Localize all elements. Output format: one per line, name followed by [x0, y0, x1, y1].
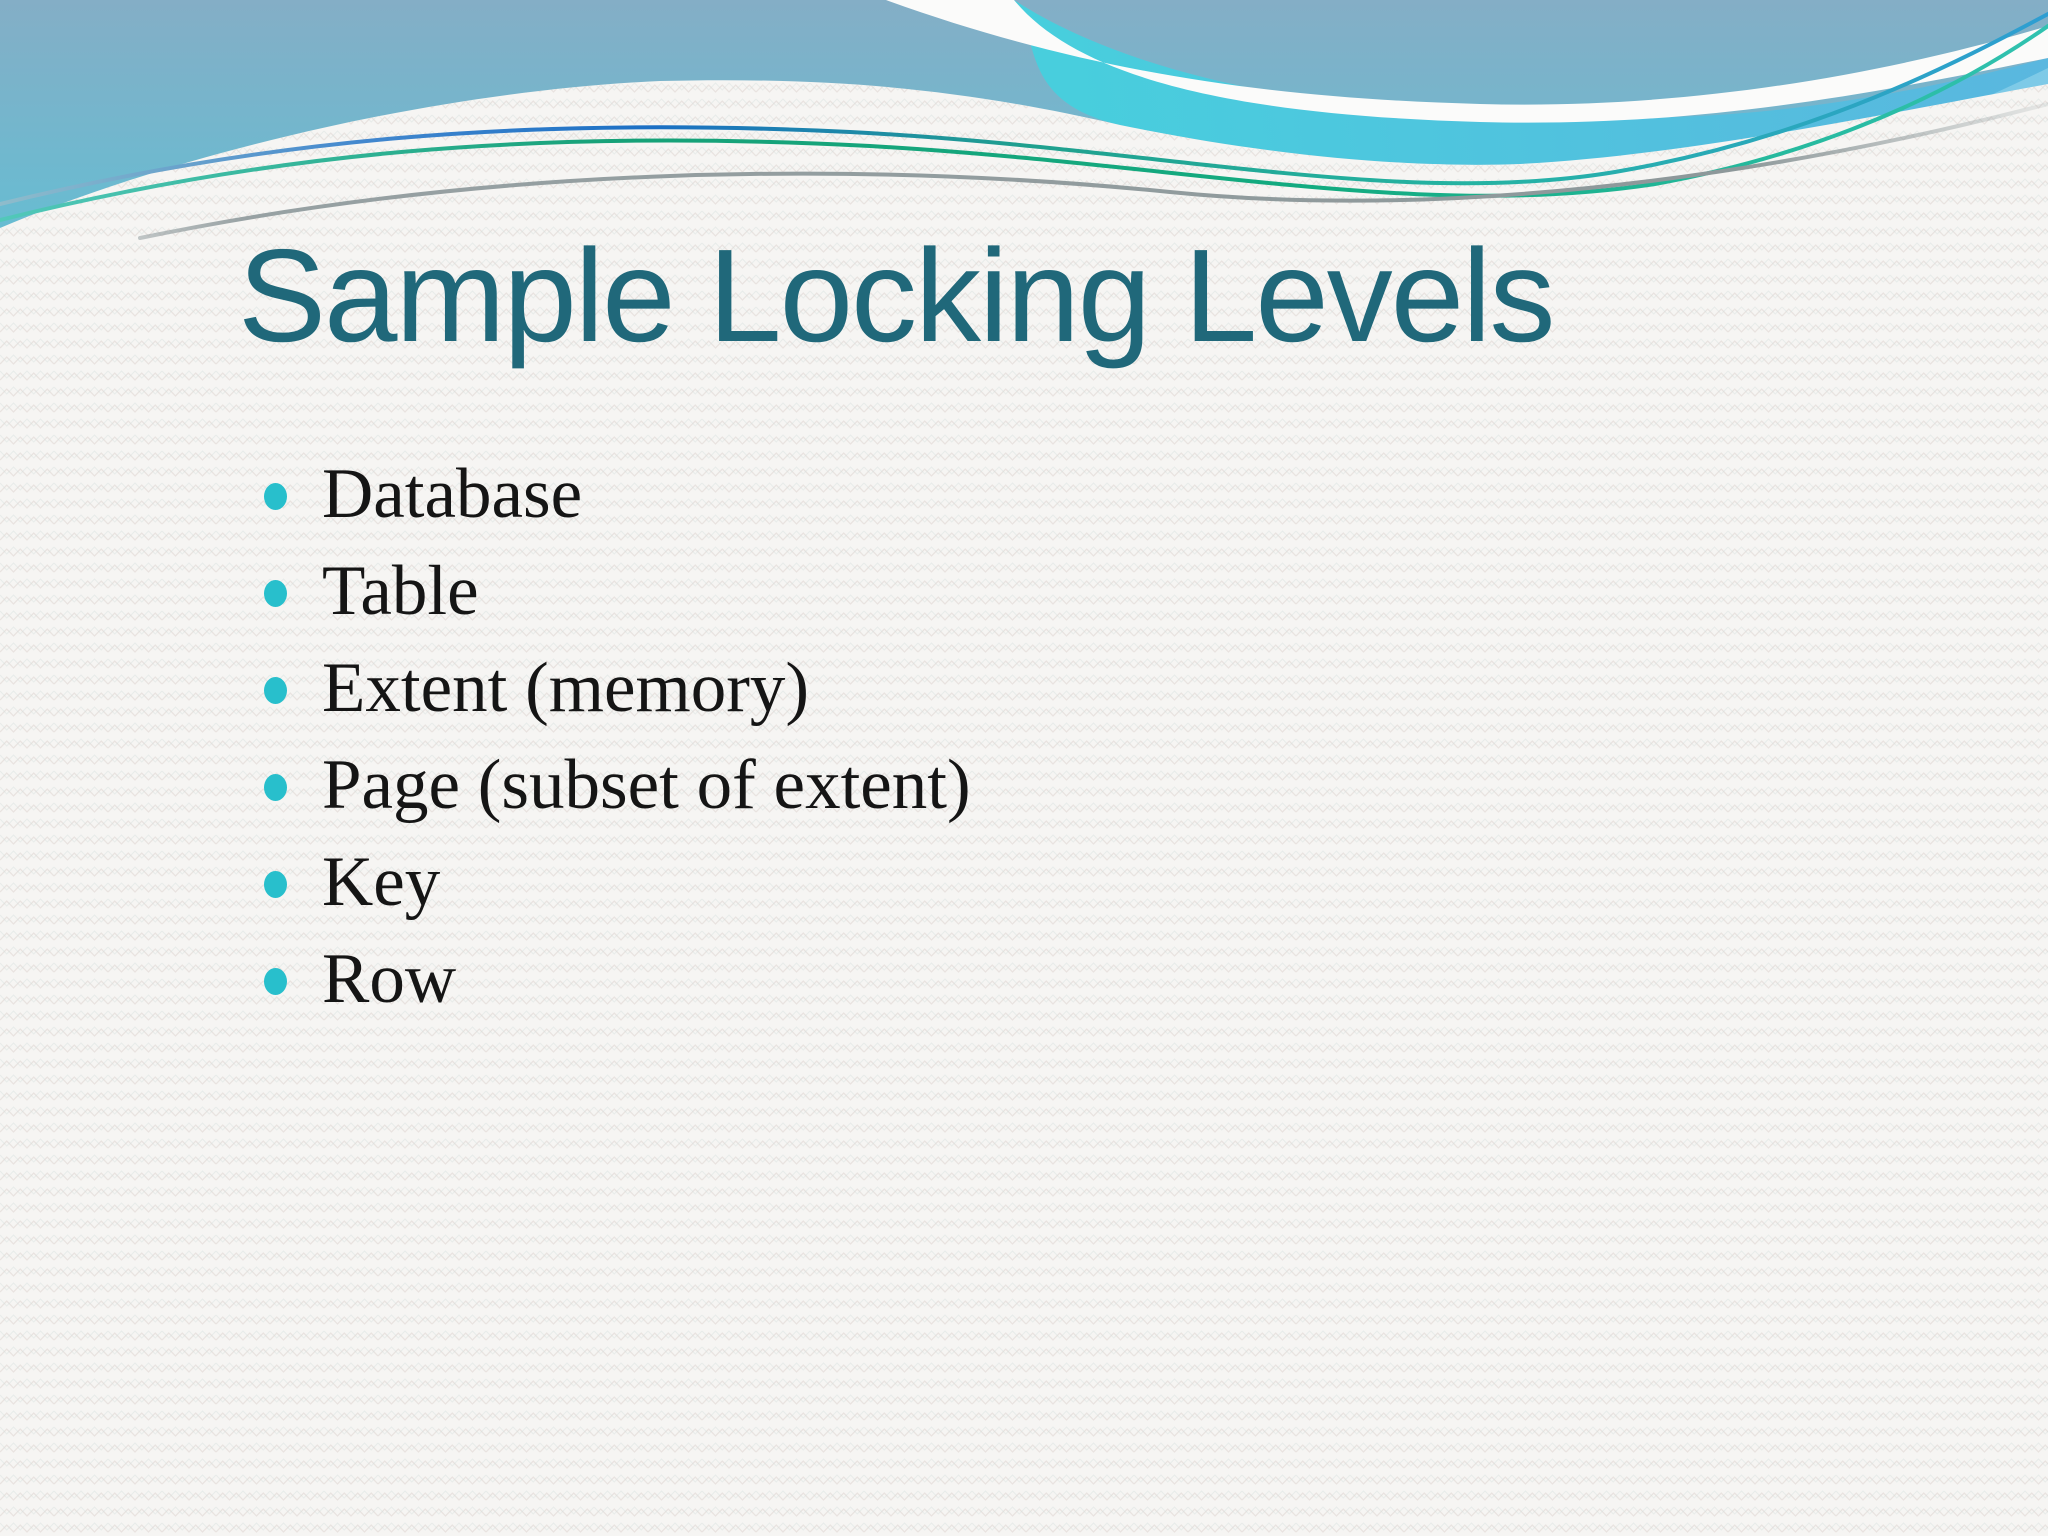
bullet-text: Row [322, 940, 457, 1018]
bullet-dot-icon [264, 677, 287, 704]
page-texture [0, 80, 2048, 1536]
wave-teal-band [1014, 0, 2048, 165]
list-item: Key [264, 834, 971, 931]
bullet-text: Key [322, 843, 441, 921]
bullet-dot-icon [264, 774, 287, 801]
bullet-list: Database Table Extent (memory) Page (sub… [264, 446, 971, 1028]
bullet-dot-icon [264, 968, 287, 995]
bullet-dot-icon [264, 483, 287, 510]
accent-line-blue [0, 12, 2048, 206]
bullet-text: Database [322, 455, 583, 533]
wave-white-band [886, 0, 2048, 123]
list-item: Extent (memory) [264, 640, 971, 737]
list-item: Page (subset of extent) [264, 737, 971, 834]
bullet-dot-icon [264, 871, 287, 898]
accent-line-green [0, 24, 2048, 222]
list-item: Row [264, 931, 971, 1028]
bullet-dot-icon [264, 580, 287, 607]
slide-title: Sample Locking Levels [238, 222, 1555, 369]
bullet-text: Page (subset of extent) [322, 746, 971, 824]
bullet-text: Extent (memory) [322, 649, 809, 727]
bullet-text: Table [322, 552, 479, 630]
accent-line-gray [138, 102, 2048, 240]
list-item: Table [264, 543, 971, 640]
list-item: Database [264, 446, 971, 543]
